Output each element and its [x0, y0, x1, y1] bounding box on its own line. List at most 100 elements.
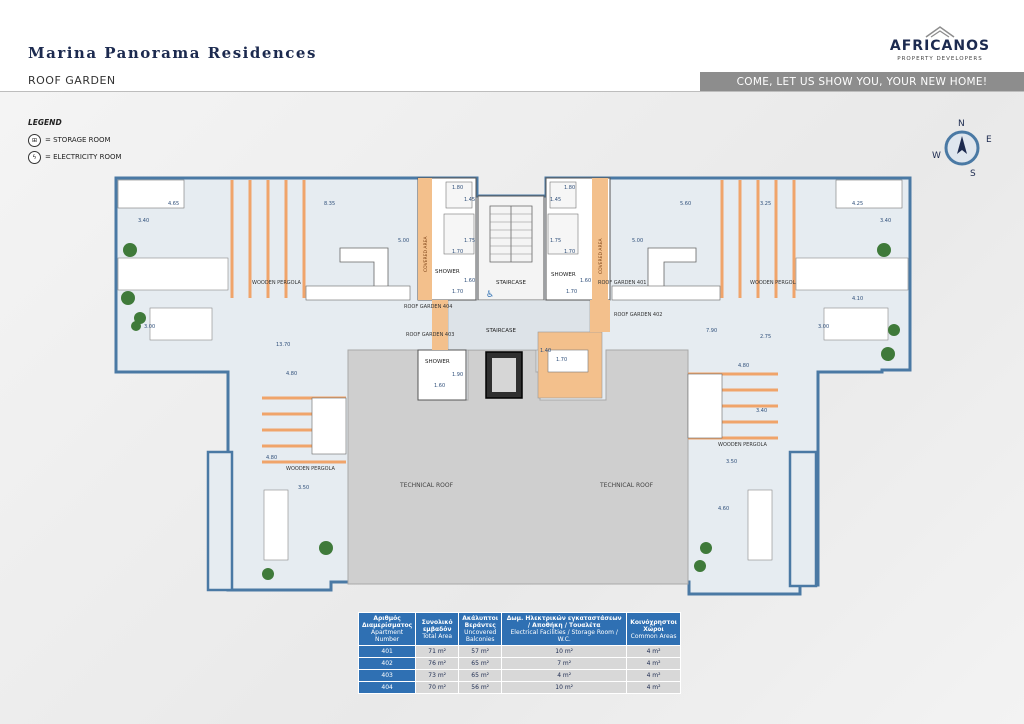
bl-lounge — [263, 489, 289, 561]
storage-room-icon: ⊞ — [28, 133, 41, 147]
tr-stair — [795, 257, 909, 291]
pergola-tl-label: WOODEN PERGOLA — [252, 280, 302, 286]
pergola-br-label: WOODEN PERGOLA — [718, 442, 768, 448]
left-stair-wing — [206, 450, 234, 592]
svg-text:4.60: 4.60 — [718, 506, 729, 512]
svg-text:3.50: 3.50 — [298, 485, 309, 491]
shower-right-label: SHOWER — [551, 272, 576, 278]
svg-text:4.80: 4.80 — [286, 371, 297, 377]
rg404-label: ROOF GARDEN 404 — [404, 304, 452, 310]
left-storage-room — [445, 181, 473, 209]
svg-text:1.60: 1.60 — [580, 278, 591, 284]
tr-lounge — [835, 179, 903, 209]
svg-text:13.70: 13.70 — [276, 342, 290, 348]
page-subtitle: ROOF GARDEN — [28, 74, 116, 87]
lower-right-room — [547, 349, 589, 373]
svg-text:1.75: 1.75 — [464, 238, 475, 244]
legend-label: = ELECTRICITY ROOM — [45, 153, 122, 161]
pergola-tr-label: WOODEN PERGOLA — [750, 280, 800, 286]
svg-text:4.25: 4.25 — [852, 201, 863, 207]
tech-roof-left-label: TECHNICAL ROOF — [399, 482, 454, 489]
rg402-label: ROOF GARDEN 402 — [614, 312, 662, 318]
br-kitchen — [687, 373, 723, 439]
svg-text:1.45: 1.45 — [550, 197, 561, 203]
covered-area-left — [418, 178, 432, 300]
svg-text:1.80: 1.80 — [564, 185, 575, 191]
svg-text:1.70: 1.70 — [566, 289, 577, 295]
logo: AFRICANOS PROPERTY DEVELOPERS — [880, 24, 1000, 68]
svg-text:1.75: 1.75 — [550, 238, 561, 244]
legend-title: LEGEND — [28, 118, 62, 127]
svg-text:3.00: 3.00 — [144, 324, 155, 330]
stair-lines — [489, 205, 533, 263]
svg-text:1.90: 1.90 — [452, 372, 463, 378]
header-divider — [0, 91, 1024, 92]
compass-n: N — [958, 119, 965, 129]
logo-roof-icon — [925, 26, 955, 38]
compass-icon: N E S W — [932, 119, 992, 179]
staircase-top-label: STAIRCASE — [496, 280, 526, 286]
rg401-label: ROOF GARDEN 401 — [598, 280, 646, 286]
roof-garden-corridor-right — [590, 300, 610, 332]
pergola-bl-label: WOODEN PERGOLA — [286, 466, 336, 472]
shower-left-label: SHOWER — [435, 269, 460, 275]
svg-text:1.70: 1.70 — [452, 289, 463, 295]
tl-dining — [149, 307, 213, 341]
col-facilities: Δωμ. Ηλεκτρικών εγκαταστάσεων / Αποθήκη … — [501, 612, 628, 646]
pergola-top-right — [720, 180, 796, 298]
svg-text:3.25: 3.25 — [760, 201, 771, 207]
compass-e: E — [986, 135, 992, 145]
stair-treads — [490, 213, 532, 255]
svg-text:1.70: 1.70 — [556, 357, 567, 363]
elevator-car — [492, 358, 516, 392]
page-title: Marina Panorama Residences — [28, 44, 317, 62]
legend: LEGEND ⊞ = STORAGE ROOM ϟ = ELECTRICITY … — [28, 118, 122, 167]
pergola-top-left — [230, 180, 306, 298]
svg-text:1.70: 1.70 — [564, 249, 575, 255]
legend-label: = STORAGE ROOM — [45, 136, 111, 144]
electricity-room-icon: ϟ — [28, 150, 41, 164]
roof-garden-corridor-left — [432, 300, 448, 350]
svg-text:1.70: 1.70 — [452, 249, 463, 255]
svg-text:3.40: 3.40 — [138, 218, 149, 224]
svg-text:3.00: 3.00 — [818, 324, 829, 330]
dimension-labels: 4.65 8.35 3.40 5.00 1.80 1.45 1.75 1.70 … — [138, 185, 891, 512]
rg403-label: ROOF GARDEN 403 — [406, 332, 454, 338]
tl-lounge — [117, 179, 185, 209]
svg-text:4.65: 4.65 — [168, 201, 179, 207]
plants — [121, 243, 900, 580]
svg-text:1.40: 1.40 — [540, 348, 551, 354]
right-electricity-room — [547, 213, 579, 255]
covered-area-right — [592, 178, 608, 300]
logo-tagline: PROPERTY DEVELOPERS — [897, 56, 983, 62]
covered-area-left-label: COVERED AREA — [423, 236, 429, 272]
compass-w: W — [932, 151, 941, 161]
legend-item-storage: ⊞ = STORAGE ROOM — [28, 133, 122, 147]
svg-text:3.40: 3.40 — [880, 218, 891, 224]
staircase-mid-label: STAIRCASE — [486, 328, 516, 334]
svg-text:2.75: 2.75 — [760, 334, 771, 340]
svg-text:3.50: 3.50 — [726, 459, 737, 465]
svg-text:5.00: 5.00 — [398, 238, 409, 244]
svg-text:3.40: 3.40 — [756, 408, 767, 414]
left-electricity-room — [443, 213, 475, 255]
svg-text:1.80: 1.80 — [452, 185, 463, 191]
header: Marina Panorama Residences ROOF GARDEN A… — [0, 0, 1024, 92]
svg-text:1.60: 1.60 — [464, 278, 475, 284]
slogan-bar: COME, LET US SHOW YOU, YOUR NEW HOME! — [700, 72, 1024, 92]
accessible-icon: ♿ — [486, 290, 494, 300]
svg-text:4.80: 4.80 — [266, 455, 277, 461]
right-storage-room — [549, 181, 577, 209]
svg-text:8.35: 8.35 — [324, 201, 335, 207]
tr-bar — [611, 285, 721, 301]
covered-area-right-label: COVERED AREA — [598, 238, 604, 274]
svg-text:1.45: 1.45 — [464, 197, 475, 203]
